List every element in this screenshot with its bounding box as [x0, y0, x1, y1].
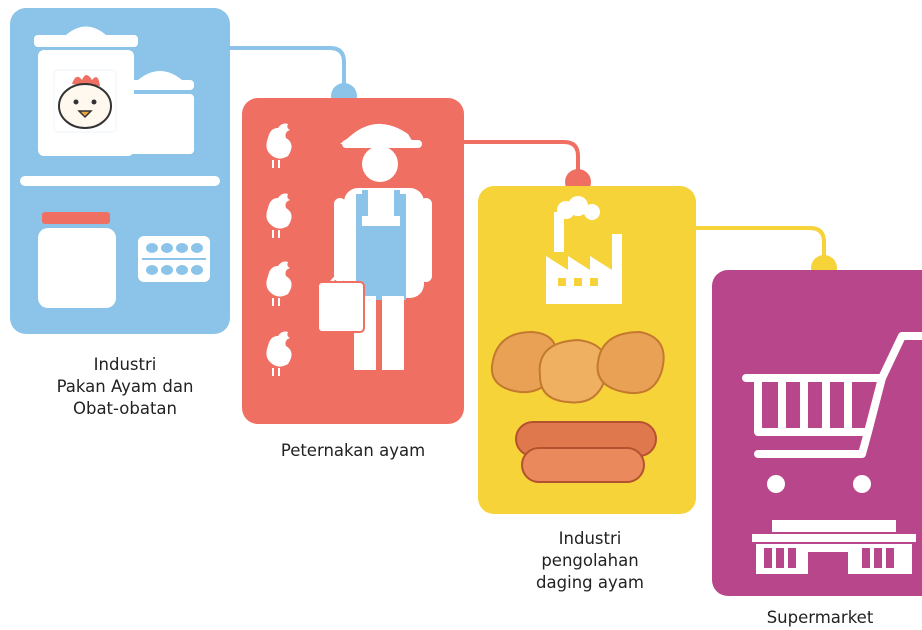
- feed-medicine-illustration: [20, 26, 220, 308]
- store-building-icon: [752, 520, 916, 574]
- feed-jar-lid-icon: [34, 35, 138, 47]
- medicine-bottle-icon: [38, 228, 116, 308]
- card-supermarket: [712, 270, 922, 596]
- pill-blister-icon: [138, 236, 210, 282]
- card-processing-industry: [478, 186, 696, 514]
- chicken-nugget-icon: [490, 330, 665, 404]
- caption-processing-industry: Industri pengolahan daging ayam: [536, 529, 644, 592]
- shelf-icon: [20, 176, 220, 186]
- connector-2-3: [462, 140, 580, 182]
- connector-1-2: [228, 46, 346, 96]
- processing-illustration: [490, 196, 665, 483]
- connector-3-4: [695, 226, 826, 268]
- farmer-icon: [334, 123, 432, 370]
- caption-chicken-farm: Peternakan ayam: [280, 441, 426, 460]
- chicken-head-icon: [53, 69, 117, 133]
- farm-illustration: [266, 123, 432, 376]
- sausage-icon: [515, 421, 657, 483]
- chicken-icon: [266, 331, 292, 376]
- supermarket-illustration: [742, 332, 922, 574]
- chicken-icon: [266, 123, 292, 168]
- small-jar-icon: [126, 94, 194, 154]
- caption-feed-industry: Industri Pakan Ayam dan Obat-obatan: [56, 355, 194, 418]
- medicine-bottle-cap-icon: [42, 212, 110, 224]
- card-feed-industry: [10, 8, 230, 334]
- cart-wheel-icon: [767, 475, 785, 493]
- factory-icon: [546, 196, 622, 304]
- cart-wheel-icon: [853, 475, 871, 493]
- shopping-cart-icon: [742, 332, 922, 458]
- small-jar-lid-icon: [126, 80, 194, 90]
- card-chicken-farm: [242, 98, 464, 424]
- chicken-icon: [266, 193, 292, 238]
- chicken-icon: [266, 261, 292, 306]
- bucket-icon: [317, 274, 365, 333]
- caption-supermarket: Supermarket: [766, 608, 874, 627]
